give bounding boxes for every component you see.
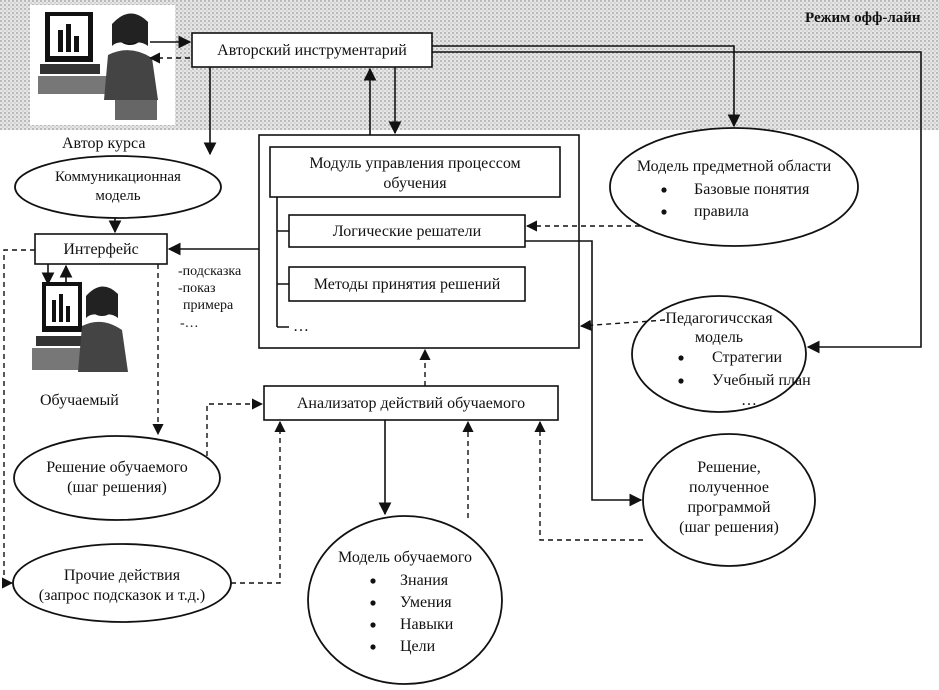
pedagogical-model-bullet — [678, 355, 684, 361]
tools-to-pedagogical-arrow — [432, 51, 922, 354]
interface-to-other-actions-arrow — [1, 249, 35, 589]
domain-model-item-basic: Базовые понятия — [694, 181, 810, 198]
interface-output-more: -… — [180, 316, 199, 331]
program-solution-line4: (шаг решения) — [679, 519, 779, 536]
learner-model-item-knowledge: Знания — [400, 572, 449, 589]
interface-output-example: примера — [183, 298, 234, 313]
learner-model-bullet — [370, 578, 376, 584]
learner-solution-line2: (шаг решения) — [67, 479, 167, 496]
program-solution-line2: полученное — [689, 479, 769, 496]
learner-model-ellipse — [307, 515, 503, 685]
domain-model-item-rules: правила — [694, 203, 749, 220]
learner-model-bullet — [370, 644, 376, 650]
control-module-title-line1: Модуль управления процессом — [309, 155, 520, 172]
pedagogical-model-ellipse — [631, 295, 807, 413]
learner-solution-line1: Решение обучаемого — [46, 459, 188, 476]
program-solution-ellipse — [642, 433, 816, 567]
program-solution-line1: Решение, — [697, 459, 760, 476]
control-module-tree-line — [276, 197, 289, 328]
learner-computer-icon — [32, 282, 128, 372]
communication-model-ellipse — [14, 155, 222, 219]
communication-model-line1: Коммуникационная — [55, 169, 181, 185]
tools-to-domain-arrow — [432, 45, 741, 128]
author-computer-icon — [30, 5, 175, 125]
communication-model-line2: модель — [95, 188, 140, 204]
solvers-to-program-solution-arrow — [525, 240, 643, 507]
learner-model-item-goals: Цели — [400, 638, 436, 655]
logic-solvers-box — [288, 214, 526, 248]
pedagogical-model-item-strategies: Стратегии — [712, 349, 783, 366]
pedagogical-model-item-plan: Учебный план — [712, 372, 811, 389]
learner-model-item-skills: Умения — [400, 594, 452, 611]
interface-output-show: -показ — [178, 281, 216, 296]
control-module-ellipsis: … — [293, 318, 309, 335]
logic-solvers-label: Логические решатели — [333, 223, 482, 240]
pedagogical-model-bullet — [678, 378, 684, 384]
other-actions-line2: (запрос подсказок и т.д.) — [39, 587, 205, 604]
pedagogical-model-title-line2: модель — [695, 329, 743, 346]
interface-box — [34, 233, 168, 265]
domain-model-bullet — [661, 187, 667, 193]
domain-model-ellipse — [609, 127, 859, 247]
authoring-tools-box — [191, 32, 433, 68]
pedagogical-model-title-line1: Педагогичсская — [665, 310, 773, 327]
decision-methods-box — [288, 266, 526, 302]
other-actions-to-analyzer-arrow — [231, 420, 286, 584]
authoring-tools-label: Авторский инструментарий — [217, 42, 407, 59]
control-module-title-box — [269, 146, 561, 198]
author-caption: Автор курса — [62, 135, 145, 152]
domain-model-bullet — [661, 209, 667, 215]
action-analyzer-box — [263, 385, 559, 421]
learner-caption: Обучаемый — [40, 392, 119, 409]
action-analyzer-label: Анализатор действий обучаемого — [297, 395, 525, 412]
other-actions-line1: Прочие действия — [64, 567, 181, 584]
learner-model-bullet — [370, 600, 376, 606]
interface-output-hint: -подсказка — [178, 264, 242, 279]
learner-model-item-habits: Навыки — [400, 616, 454, 633]
program-solution-to-analyzer-arrow — [534, 420, 643, 541]
offline-mode-label: Режим офф-лайн — [805, 10, 921, 26]
learner-solution-ellipse — [13, 435, 221, 521]
control-module-title-line2: обучения — [383, 175, 447, 192]
learner-model-bullet — [370, 622, 376, 628]
interface-label: Интерфейс — [63, 241, 138, 258]
domain-model-title: Модель предметной области — [637, 158, 832, 175]
pedagogical-model-ellipsis: … — [741, 392, 757, 409]
decision-methods-label: Методы принятия решений — [314, 276, 501, 293]
learner-solution-to-analyzer-arrow — [206, 398, 264, 456]
program-solution-line3: программой — [687, 499, 770, 516]
learner-model-title: Модель обучаемого — [338, 549, 472, 566]
